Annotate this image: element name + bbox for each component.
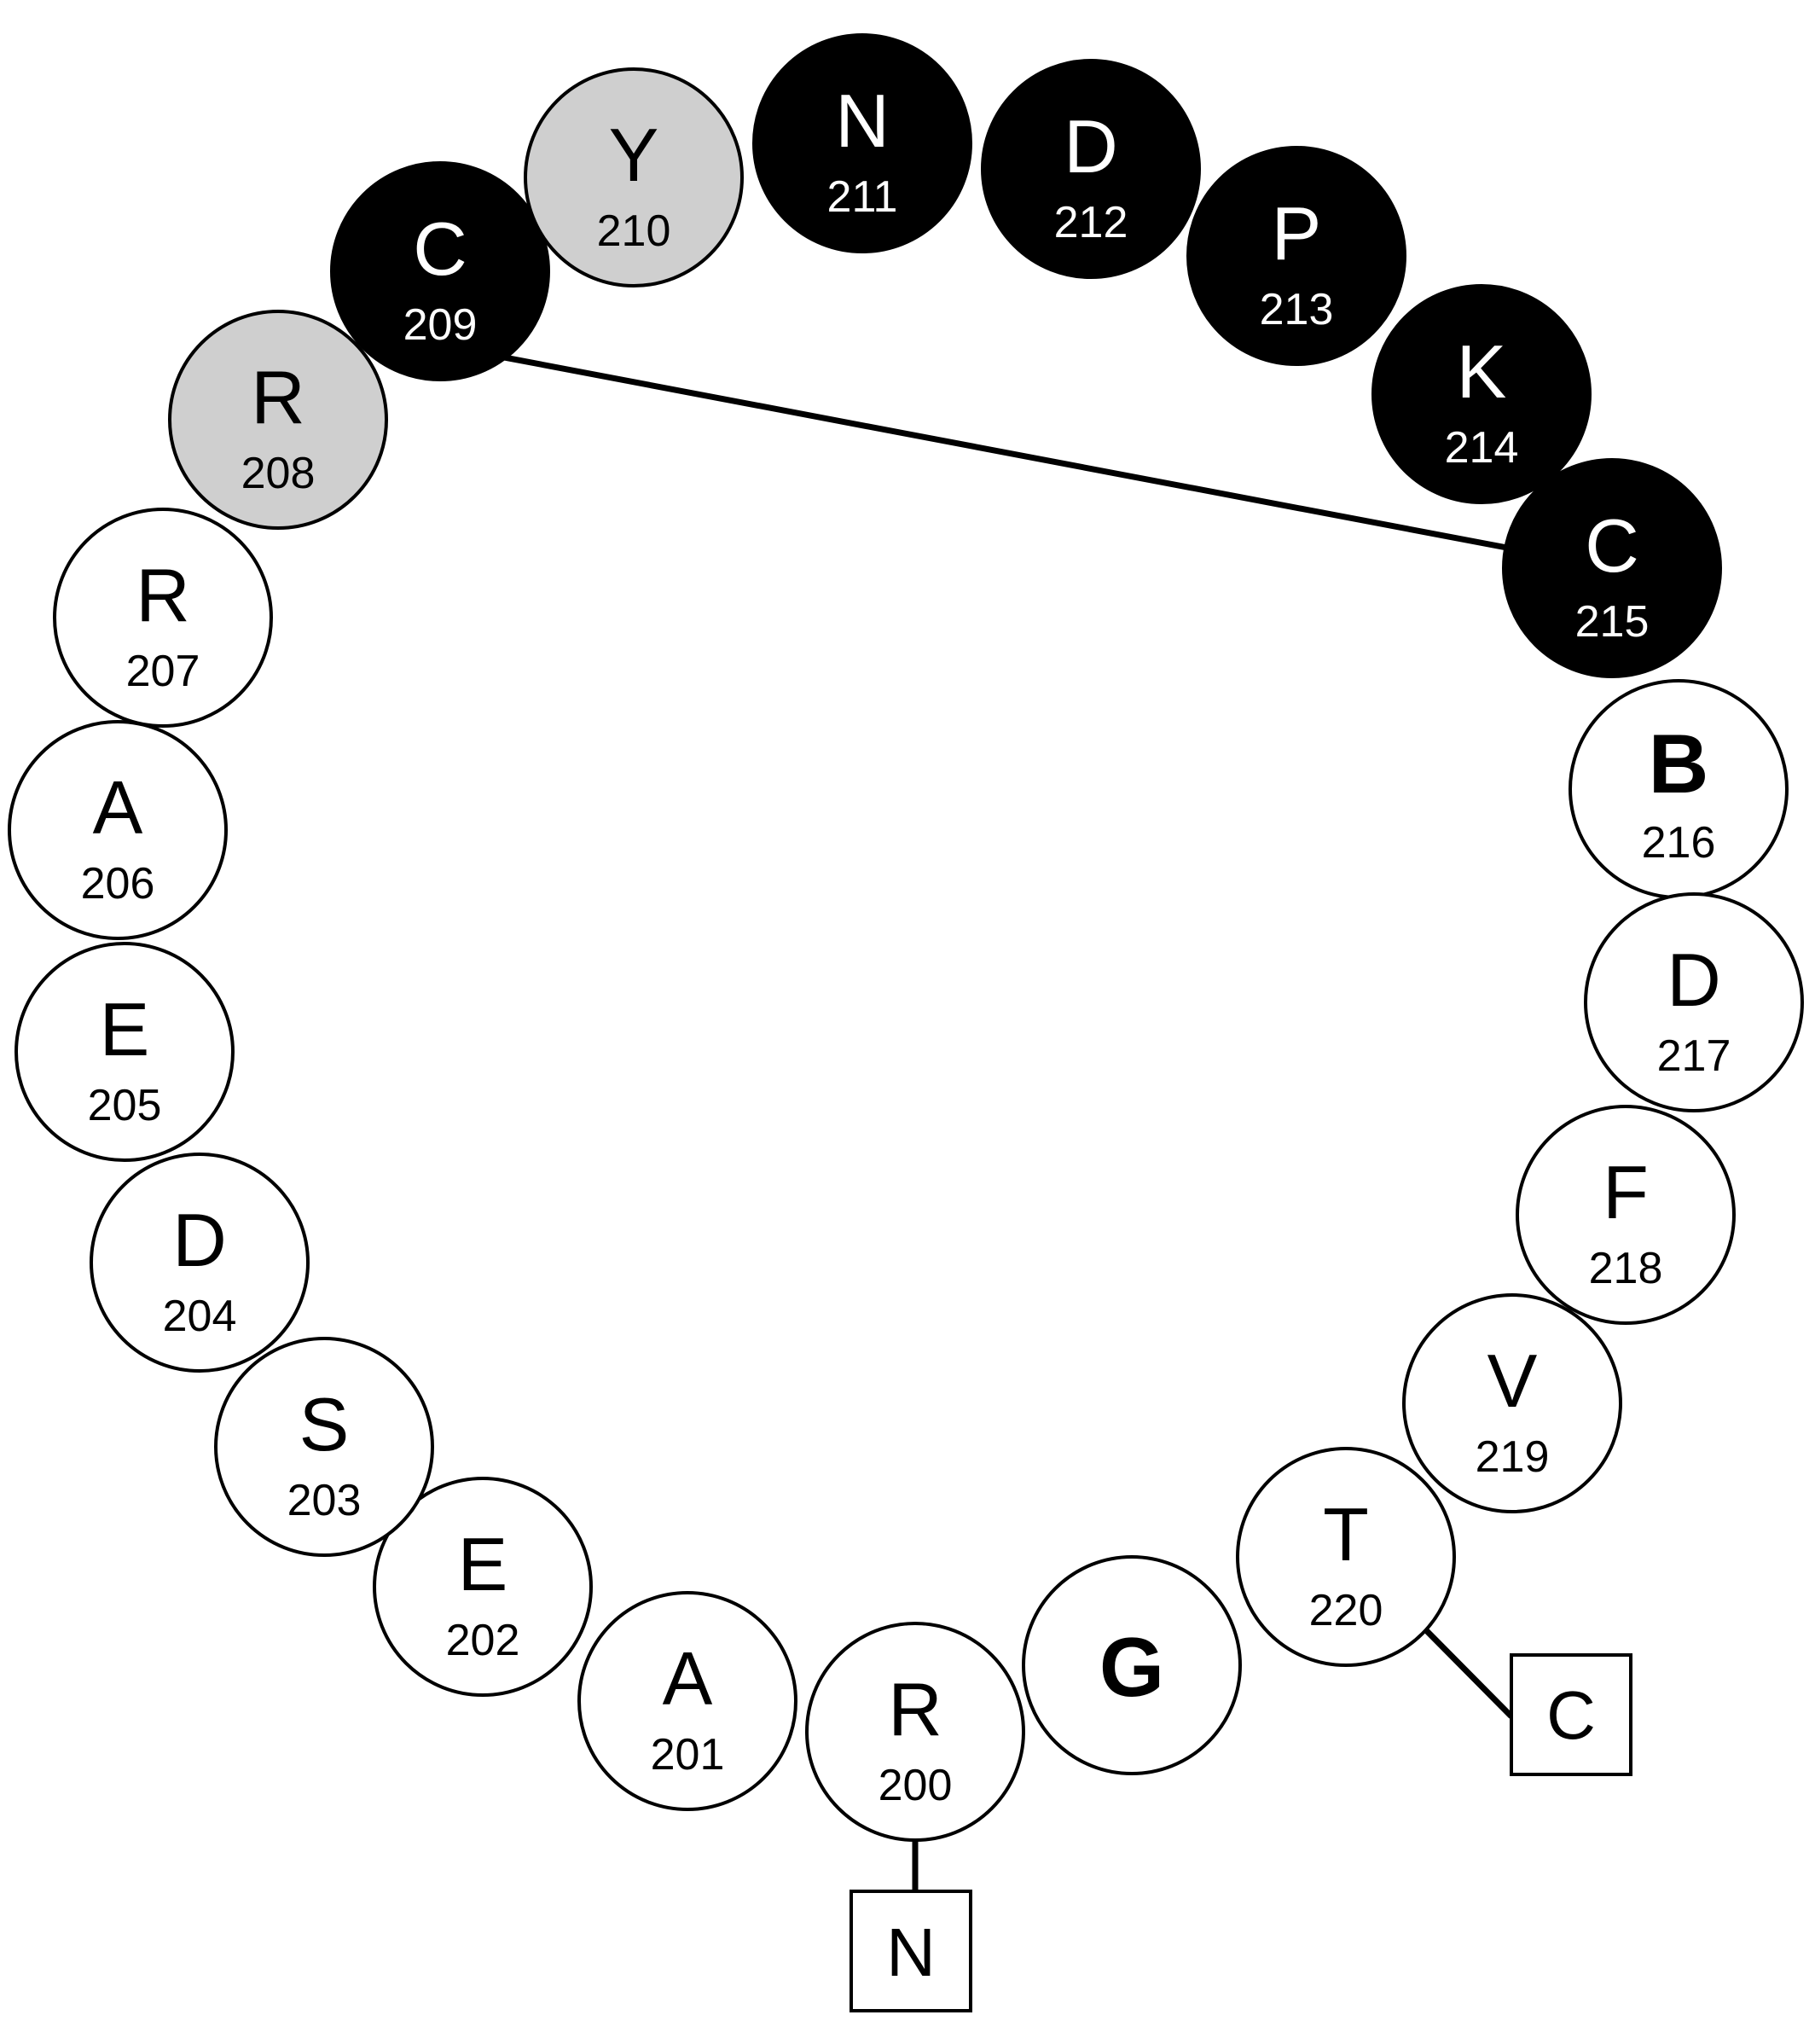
residue-letter: N bbox=[835, 78, 890, 163]
disulfide-bond-line bbox=[499, 353, 1562, 561]
residue-number: 200 bbox=[879, 1761, 953, 1810]
residue-circle bbox=[14, 942, 235, 1162]
residue-number: 211 bbox=[827, 172, 898, 222]
n-terminus-box bbox=[850, 1890, 972, 2012]
residue-circle bbox=[1186, 146, 1406, 366]
residue-number: 201 bbox=[651, 1730, 725, 1780]
residue-circle bbox=[1236, 1447, 1456, 1667]
residue-letter: P bbox=[1272, 191, 1322, 276]
residue-220: T 220 bbox=[1236, 1447, 1456, 1667]
residue-216: B 216 bbox=[1569, 679, 1789, 899]
residue-letter: R bbox=[251, 355, 305, 439]
residue-letter: D bbox=[1064, 104, 1118, 189]
residue-number: 210 bbox=[597, 206, 671, 256]
residue-200: R 200 bbox=[805, 1622, 1025, 1842]
residue-number: 217 bbox=[1657, 1031, 1731, 1081]
residue-letter: E bbox=[458, 1522, 508, 1606]
termini-layer: NC bbox=[850, 1628, 1632, 2012]
residue-204: D 204 bbox=[90, 1153, 310, 1373]
c-terminus-box bbox=[1510, 1653, 1632, 1776]
residue-circle bbox=[90, 1153, 310, 1373]
residue-number: 205 bbox=[88, 1081, 162, 1130]
residue-letter: F bbox=[1603, 1150, 1649, 1234]
residue-number: 203 bbox=[287, 1476, 362, 1525]
residue-circle bbox=[524, 67, 744, 287]
residue-219: V 219 bbox=[1402, 1293, 1622, 1513]
residue-circle bbox=[53, 508, 273, 728]
residue-circle bbox=[168, 310, 388, 530]
residue-number: 213 bbox=[1260, 285, 1334, 334]
c-terminus-label: C bbox=[1546, 1677, 1596, 1753]
residue-letter: B bbox=[1649, 717, 1709, 810]
residue-201: A 201 bbox=[577, 1591, 797, 1811]
n-terminus-label: N bbox=[886, 1914, 936, 1990]
residue-letter: K bbox=[1457, 329, 1507, 414]
residue-number: 202 bbox=[446, 1616, 520, 1665]
c-terminus-connector bbox=[1424, 1628, 1514, 1719]
residue-letter: R bbox=[136, 553, 190, 637]
residue-214: K 214 bbox=[1371, 284, 1592, 504]
residue-number: 216 bbox=[1642, 818, 1716, 868]
residue-number: 218 bbox=[1589, 1244, 1663, 1293]
residue-circle bbox=[981, 59, 1201, 279]
residue-number: 208 bbox=[241, 449, 316, 498]
residue-letter: R bbox=[888, 1667, 942, 1751]
residue-letter: D bbox=[172, 1198, 227, 1282]
residue-circle bbox=[1022, 1555, 1242, 1775]
residue-217: D 217 bbox=[1584, 892, 1804, 1112]
residue-210: Y 210 bbox=[524, 67, 744, 287]
residue-letter: G bbox=[1099, 1620, 1164, 1714]
residue-circle bbox=[1402, 1293, 1622, 1513]
residue-letter: S bbox=[299, 1382, 350, 1466]
residue-number: 209 bbox=[403, 300, 478, 350]
residue-number: 214 bbox=[1445, 423, 1519, 473]
residue-205: E 205 bbox=[14, 942, 235, 1162]
residue-circle bbox=[373, 1477, 593, 1697]
n-terminus: N bbox=[850, 1890, 972, 2012]
residue-number: 215 bbox=[1575, 597, 1650, 647]
residue-208: R 208 bbox=[168, 310, 388, 530]
residue-letter: A bbox=[663, 1636, 713, 1721]
residue-letter: Y bbox=[609, 113, 659, 197]
residue-circle bbox=[214, 1337, 434, 1557]
residue-circle bbox=[1584, 892, 1804, 1112]
residue-206: A 206 bbox=[8, 720, 228, 940]
residue-215: C 215 bbox=[1502, 458, 1722, 678]
residue-circle bbox=[752, 33, 972, 253]
residue-letter: D bbox=[1667, 938, 1721, 1022]
residue-letter: T bbox=[1323, 1492, 1369, 1577]
residue-circle bbox=[577, 1591, 797, 1811]
residue-218: F 218 bbox=[1516, 1105, 1736, 1325]
residue-number: 212 bbox=[1054, 198, 1128, 247]
residue-211: N 211 bbox=[752, 33, 972, 253]
residue-203: S 203 bbox=[214, 1337, 434, 1557]
residue-number: 207 bbox=[126, 647, 200, 696]
connector-layer bbox=[499, 353, 1562, 561]
residue-202: E 202 bbox=[373, 1477, 593, 1697]
residue-209: C 209 bbox=[330, 161, 550, 381]
residue-circle bbox=[8, 720, 228, 940]
residue-letter: C bbox=[413, 206, 467, 291]
residue-number: 204 bbox=[163, 1292, 237, 1341]
residue-circle bbox=[1371, 284, 1592, 504]
residue-letter: E bbox=[100, 987, 150, 1071]
residue-letter: A bbox=[93, 765, 143, 850]
residue-circle bbox=[1502, 458, 1722, 678]
c-terminus: C bbox=[1510, 1653, 1632, 1776]
residue-number: 220 bbox=[1309, 1586, 1383, 1635]
residue-circle bbox=[330, 161, 550, 381]
residue-number: 206 bbox=[81, 859, 155, 909]
residue-213: P 213 bbox=[1186, 146, 1406, 366]
residue-letter: V bbox=[1487, 1338, 1538, 1423]
residue-layer: R200A201E202S203D204E205A206R207R208C209… bbox=[8, 33, 1804, 1842]
residue-g-unnumbered: G bbox=[1022, 1555, 1242, 1775]
residue-212: D 212 bbox=[981, 59, 1201, 279]
residue-circle bbox=[1516, 1105, 1736, 1325]
residue-letter: C bbox=[1585, 503, 1639, 588]
residue-207: R 207 bbox=[53, 508, 273, 728]
residue-number: 219 bbox=[1476, 1432, 1550, 1482]
